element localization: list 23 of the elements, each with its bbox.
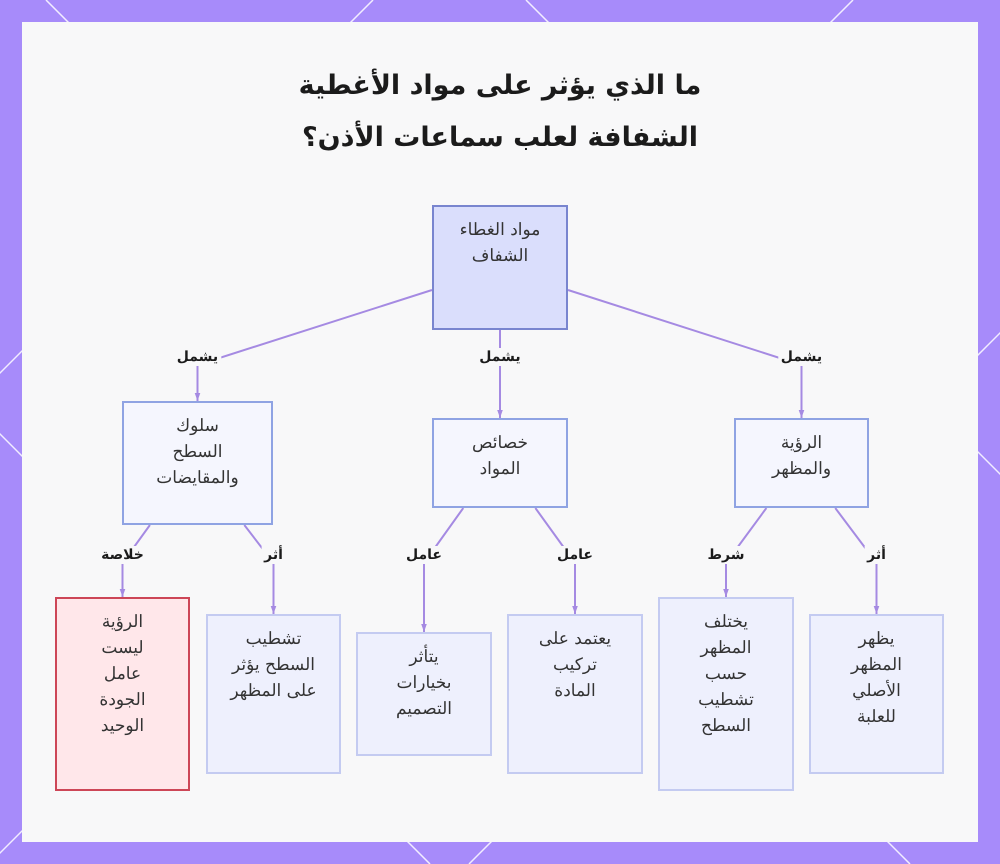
- detail-box: [206, 614, 341, 774]
- node-text: الرؤية والمظهر: [772, 432, 832, 481]
- detail-box: [658, 597, 794, 791]
- node-text: سلوك السطح والمقايضات: [156, 415, 239, 490]
- diagram-title: ما الذي يؤثر على مواد الأغطية الشفافة لعلب سماعات الأذن؟: [298, 68, 702, 155]
- node-text: تشطيب السطح يؤثر على المظهر: [228, 628, 318, 703]
- node-text: مواد الغطاء الشفاف: [458, 219, 542, 268]
- category-box: [432, 418, 568, 508]
- node-text: يظهر المظهر الأصلي للعلبة: [851, 628, 902, 729]
- node-text: خصائص المواد: [472, 432, 528, 481]
- detail-box: [356, 632, 492, 756]
- connector-arrow: [194, 289, 432, 401]
- category-box: [122, 401, 273, 525]
- topic-box: [432, 205, 568, 330]
- node-text: الرؤية ليست عامل الجودة الوحيد: [99, 611, 146, 738]
- detail-box: [809, 614, 944, 774]
- node-text: يتأثر بخيارات التصميم: [396, 644, 452, 722]
- node-text: يعتمد على تركيب المادة: [538, 628, 612, 703]
- conclusion-box: [55, 597, 190, 791]
- detail-box: [507, 614, 643, 774]
- connector-arrow: [568, 289, 804, 418]
- category-box: [734, 418, 869, 508]
- node-text: يختلف المظهر حسب تشطيب السطح: [698, 611, 754, 738]
